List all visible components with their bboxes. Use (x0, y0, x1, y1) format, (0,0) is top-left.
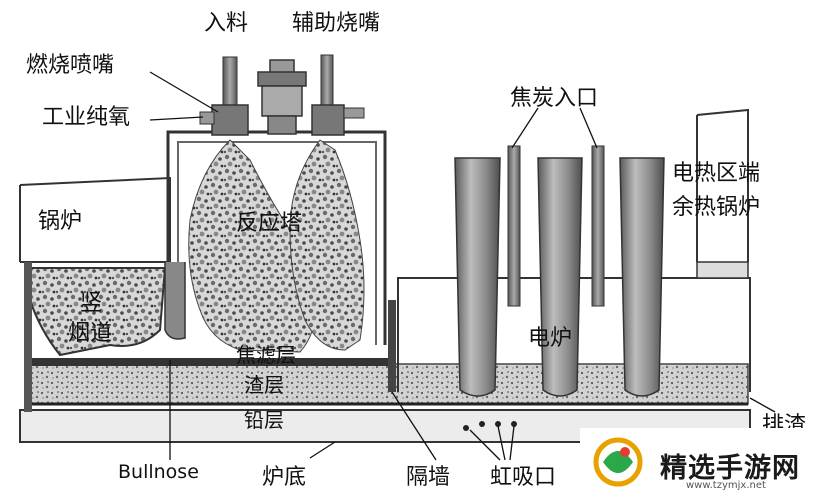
label-electric-boiler-2: 余热锅炉 (672, 195, 760, 220)
label-aux-burner: 辅助烧嘴 (292, 11, 380, 36)
reaction-tower-flame (188, 139, 365, 353)
label-partition-wall: 隔墙 (406, 465, 450, 490)
label-vertical-flue-1: 竖 (80, 291, 102, 316)
feed-pipe (199, 56, 249, 136)
label-slag-layer: 渣层 (244, 373, 284, 397)
partition-wall (388, 300, 396, 392)
coke-inlet-pipes (507, 145, 605, 307)
electrodes (454, 157, 665, 397)
label-electric-furnace: 电炉 (528, 326, 572, 351)
furnace-bottom (19, 409, 751, 443)
waste-heat-boiler (696, 108, 749, 279)
label-lead-layer: 铅层 (244, 408, 284, 432)
boiler (19, 176, 171, 263)
label-reaction-tower: 反应塔 (236, 211, 302, 236)
label-coke-inlet: 焦炭入口 (510, 86, 598, 111)
label-coke-filter-layer: 焦滤层 (236, 343, 296, 367)
siphon-port-dots (463, 421, 517, 431)
label-electric-boiler-1: 电热区端 (672, 161, 760, 186)
leader-lines (149, 71, 776, 461)
label-bullnose: Bullnose (118, 461, 199, 483)
label-furnace-bottom: 炉底 (262, 465, 306, 490)
vertical-flue (24, 262, 167, 412)
watermark-logo-icon (580, 428, 833, 500)
aux-burner (257, 59, 307, 135)
label-industrial-oxygen: 工业纯氧 (42, 105, 130, 130)
watermark-text: 精选手游网 (660, 453, 800, 484)
label-feed: 入料 (204, 11, 248, 36)
watermark-url: www.tzymjx.net (686, 480, 766, 491)
label-boiler: 锅炉 (38, 209, 82, 234)
label-combustion-nozzle: 燃烧喷嘴 (26, 53, 114, 78)
label-siphon-port: 虹吸口 (490, 465, 556, 490)
right-burner (311, 54, 365, 136)
label-vertical-flue-2: 烟道 (68, 321, 112, 346)
